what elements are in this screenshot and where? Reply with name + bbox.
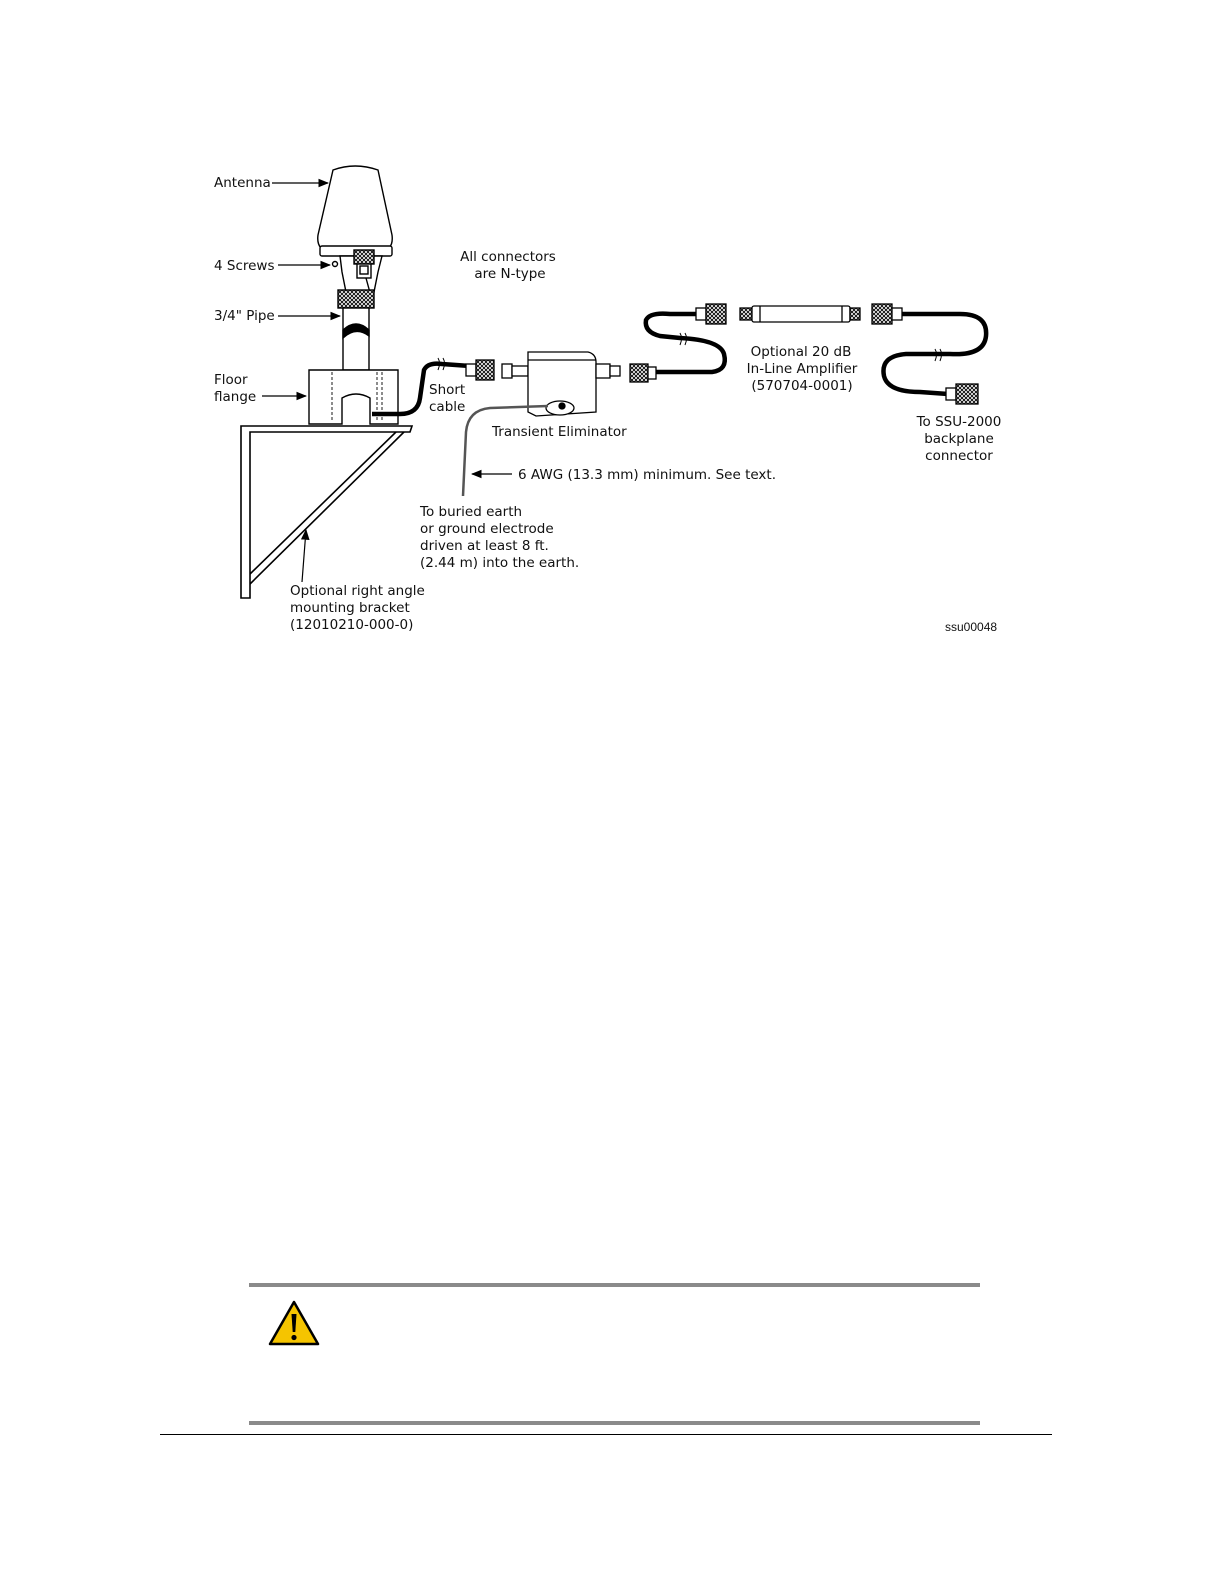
inline-amplifier-assembly: [695, 303, 903, 325]
caution-top-rule: [249, 1283, 980, 1287]
label-connectors-1: All connectors: [460, 249, 556, 265]
label-earth-3: driven at least 8 ft.: [420, 538, 549, 554]
inline-amplifier: [751, 305, 851, 323]
label-bracket-1: Optional right angle: [290, 583, 425, 599]
label-ssu-3: connector: [925, 448, 993, 464]
label-connectors-2: are N-type: [474, 266, 545, 282]
label-screws: 4 Screws: [214, 258, 275, 274]
label-earth-1: To buried earth: [419, 504, 522, 520]
figure-id: ssu00048: [945, 620, 997, 634]
transient-eliminator-assembly: [465, 351, 657, 417]
label-flange: flange: [214, 389, 256, 405]
label-earth-4: (2.44 m) into the earth.: [420, 555, 579, 571]
label-amplifier-3: (570704-0001): [751, 378, 852, 394]
short-cable: [372, 361, 471, 417]
label-bracket-3: (12010210-000-0): [290, 617, 413, 633]
n-connector: [955, 383, 979, 405]
n-connector: [475, 359, 495, 381]
mounting-bracket: [240, 425, 414, 599]
label-floor: Floor: [214, 372, 248, 388]
label-awg: 6 AWG (13.3 mm) minimum. See text.: [518, 467, 776, 483]
antenna-radome: [317, 165, 393, 253]
caution-bottom-rule: [249, 1421, 980, 1425]
n-connector: [871, 303, 893, 325]
label-antenna: Antenna: [214, 175, 271, 191]
cable-to-amplifier: [643, 311, 727, 375]
pipe: [342, 307, 370, 371]
n-connector: [705, 303, 727, 325]
pipe-coupling: [337, 289, 375, 309]
label-earth-2: or ground electrode: [420, 521, 554, 537]
cable-to-ssu: [881, 311, 989, 397]
footer-rule: [160, 1434, 1052, 1435]
floor-flange: [308, 369, 399, 425]
label-short: Short: [429, 382, 465, 398]
label-cable: cable: [429, 399, 465, 415]
label-transient-eliminator: Transient Eliminator: [491, 424, 627, 440]
label-pipe: 3/4" Pipe: [214, 308, 275, 324]
screw: [331, 260, 339, 268]
warning-triangle-icon: [268, 1300, 320, 1346]
label-amplifier-1: Optional 20 dB: [751, 344, 852, 360]
label-bracket-2: mounting bracket: [290, 600, 410, 616]
label-ssu-1: To SSU-2000: [916, 414, 1002, 430]
antenna-assembly: [308, 165, 399, 425]
label-ssu-2: backplane: [924, 431, 994, 447]
label-amplifier-2: In-Line Amplifier: [747, 361, 858, 377]
ground-wire: [461, 404, 549, 497]
bracket-arrow: [300, 528, 310, 583]
n-connector: [629, 363, 649, 383]
